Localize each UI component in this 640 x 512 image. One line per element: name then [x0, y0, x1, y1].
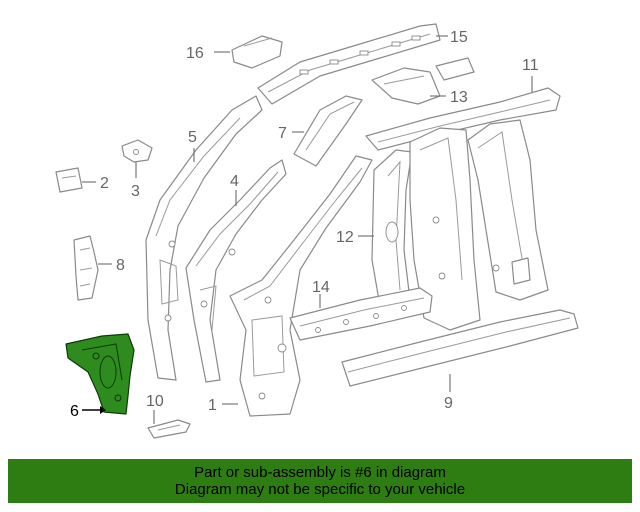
part-6-highlighted — [65, 333, 135, 415]
part-1-hinge-pillar — [222, 155, 373, 417]
part-3-bracket — [121, 139, 153, 178]
part-16-bracket — [214, 35, 283, 69]
callout-1: 1 — [208, 397, 217, 414]
part-2-bracket — [55, 167, 96, 193]
callout-2: 2 — [100, 175, 109, 192]
part-9-rocker-outer — [341, 309, 579, 392]
part-8-hinge — [73, 235, 112, 301]
part-5-a-pillar-outer — [145, 95, 263, 381]
part-c-pillar — [467, 119, 549, 301]
banner-line-part: Part or sub-assembly is #6 in diagram — [194, 464, 446, 481]
callout-16: 16 — [186, 45, 204, 62]
part-4-a-pillar-inner — [185, 159, 287, 383]
callout-7: 7 — [278, 125, 287, 142]
part-15-roof-rail — [257, 23, 441, 105]
callout-3: 3 — [131, 183, 140, 200]
callout-8: 8 — [116, 257, 125, 274]
parts-diagram: 1 2 3 4 5 6 7 8 9 10 11 12 13 14 15 16 — [55, 23, 579, 439]
callout-6: 6 — [70, 403, 79, 420]
callout-13: 13 — [450, 89, 468, 106]
callout-14: 14 — [312, 279, 330, 296]
part-13-bracket — [371, 57, 475, 105]
part-11-roof-rail — [365, 76, 561, 151]
part-10-clip — [147, 410, 191, 439]
callout-15: 15 — [450, 29, 468, 46]
part-14-rocker-inner — [289, 287, 433, 341]
callout-12: 12 — [336, 229, 354, 246]
callout-4: 4 — [230, 173, 239, 190]
part-12-b-pillar-reinforcement — [358, 149, 413, 307]
callout-9: 9 — [444, 395, 453, 412]
part-b-pillar-outer — [409, 127, 481, 331]
callout-10: 10 — [146, 393, 164, 410]
part-7-reinforcement — [292, 95, 363, 167]
callout-5: 5 — [188, 129, 197, 146]
info-banner: Part or sub-assembly is #6 in diagram Di… — [8, 459, 632, 503]
callout-11: 11 — [522, 57, 539, 74]
banner-line-disclaimer: Diagram may not be specific to your vehi… — [174, 481, 466, 498]
